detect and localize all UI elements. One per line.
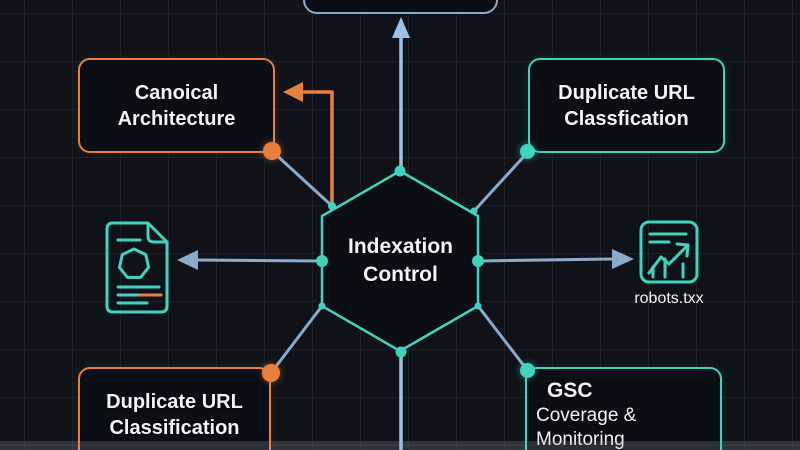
hexagon-label-line: Control [363, 263, 438, 286]
duplicate-top-connector-line [472, 150, 530, 213]
connector-dot-gsc [520, 363, 535, 378]
right-arrow-head [612, 249, 634, 269]
node-gsc: GSC Coverage & Monitoring [525, 367, 722, 450]
connector-dot-canonical [263, 142, 281, 160]
connector-dot-duplicate-bottom [262, 364, 280, 382]
node-duplicate-url-top: Duplicate URL Classfication [528, 58, 725, 153]
node-label: Architecture [117, 107, 236, 130]
arrow-up-connector [392, 17, 410, 166]
gsc-connector-line [476, 305, 530, 372]
orange-arrow-head [283, 82, 303, 102]
node-duplicate-url-bottom: Duplicate URL Classification [78, 367, 271, 450]
canonical-connector-line [270, 149, 334, 208]
arrow-up-head [392, 17, 410, 38]
node-label: Canoical [134, 81, 219, 104]
left-arrow [177, 250, 323, 270]
duplicate-bottom-connector-line [269, 305, 324, 374]
node-canonical-architecture: Canoical Architecture [78, 58, 275, 153]
node-label: Duplicate URL [106, 390, 243, 413]
connector-dot-duplicate-top [520, 144, 535, 159]
node-label: Classfication [564, 107, 689, 130]
hexagon-vertex-dots [316, 165, 484, 358]
robots-txt-label: robots.txx [634, 290, 704, 307]
orange-elbow-arrow [283, 82, 334, 207]
node-top-partial [303, 0, 498, 14]
node-label: Coverage & Monitoring [536, 404, 637, 450]
bottom-edge-band [0, 441, 800, 450]
analytics-trend-icon [639, 220, 699, 284]
node-center-hexagon-label: Indexation Control [330, 233, 471, 289]
node-label: Duplicate URL [558, 81, 695, 104]
node-label: GSC [547, 378, 593, 402]
document-report-icon [105, 221, 169, 314]
node-label: Classification [109, 416, 240, 439]
right-arrow [477, 249, 634, 269]
left-arrow-head [177, 250, 198, 270]
hexagon-label-line: Indexation [347, 235, 453, 258]
